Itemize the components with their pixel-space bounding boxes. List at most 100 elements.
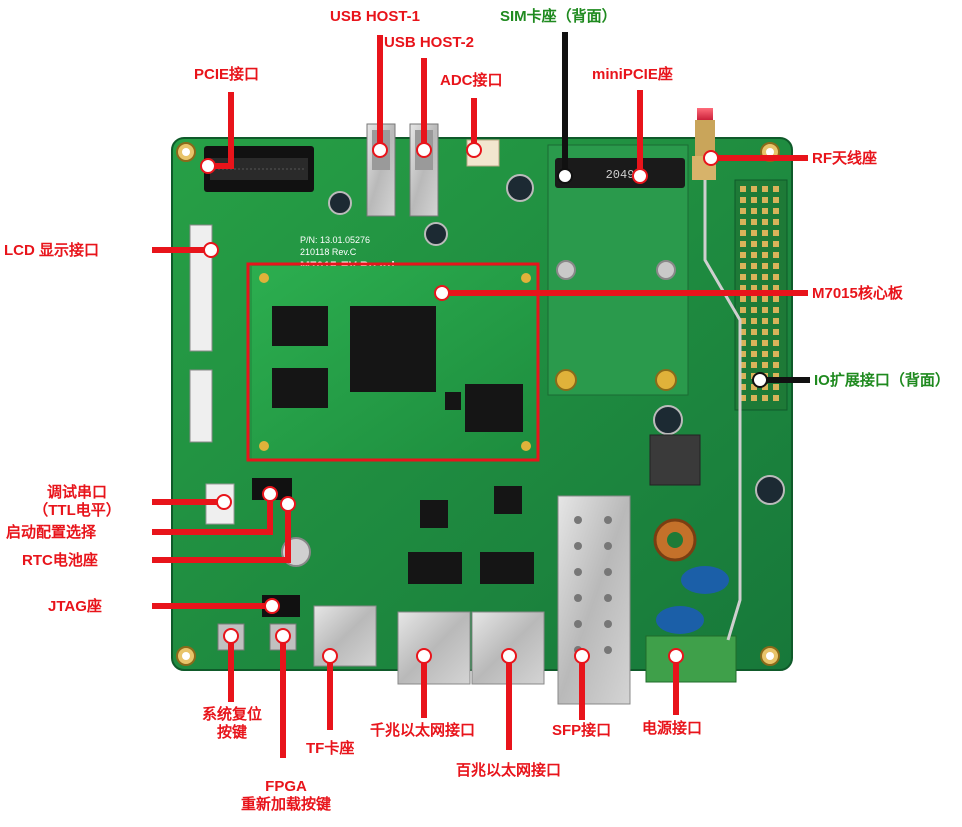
sim-code-text: 2049 <box>606 168 635 182</box>
io-pin <box>740 274 746 280</box>
sfp-vent-holes <box>574 516 612 654</box>
callout-lines-black <box>562 32 810 383</box>
label-fpga-line2: 重新加载按键 <box>240 796 331 813</box>
callout-dots <box>200 142 719 664</box>
sfp-vent-hole <box>574 542 582 550</box>
label-jtag: JTAG座 <box>48 598 102 615</box>
io-header-pins <box>740 186 779 401</box>
io-pin <box>773 351 779 357</box>
sfp-vent-hole <box>574 516 582 524</box>
io-pin <box>762 351 768 357</box>
io-pin <box>773 318 779 324</box>
io-pin <box>751 318 757 324</box>
io-pin <box>762 395 768 401</box>
io-pin <box>740 351 746 357</box>
label-lcd: LCD 显示接口 <box>4 242 99 259</box>
io-pin <box>762 362 768 368</box>
io-pin <box>773 252 779 258</box>
label-sim-slot: SIM卡座（背面） <box>500 8 617 25</box>
io-pin <box>740 186 746 192</box>
io-pin <box>773 307 779 313</box>
io-pin <box>773 186 779 192</box>
sfp-vent-hole <box>574 620 582 628</box>
io-pin <box>762 252 768 258</box>
io-pin <box>762 186 768 192</box>
io-pin <box>773 263 779 269</box>
power-connector <box>645 635 737 683</box>
io-pin <box>740 373 746 379</box>
io-pin <box>762 318 768 324</box>
board-rev-text: 210118 Rev.C <box>300 247 357 257</box>
io-pin <box>740 252 746 258</box>
io-pin <box>751 329 757 335</box>
io-pin <box>751 219 757 225</box>
label-debug-uart-line1: 调试串口 <box>46 484 107 501</box>
io-pin <box>762 307 768 313</box>
io-pin <box>740 329 746 335</box>
io-pin <box>751 186 757 192</box>
label-fpga-line1: FPGA <box>265 778 307 795</box>
io-pin <box>751 197 757 203</box>
sfp-vent-hole <box>604 594 612 602</box>
io-pin <box>773 219 779 225</box>
io-pin <box>751 252 757 258</box>
label-rf-antenna: RF天线座 <box>812 150 877 167</box>
callout-lines <box>152 35 808 758</box>
label-usb-host-2: USB HOST-2 <box>384 34 475 51</box>
io-pin <box>773 340 779 346</box>
sfp-cage <box>557 495 631 705</box>
label-pcie: PCIE接口 <box>194 66 260 83</box>
label-usb-host-1: USB HOST-1 <box>330 8 421 25</box>
minipcie-slot: 2049 <box>547 144 689 396</box>
core-board-highlight <box>246 262 540 462</box>
label-io-expansion: IO扩展接口（背面） <box>814 372 950 389</box>
io-pin <box>773 208 779 214</box>
io-pin <box>773 241 779 247</box>
io-pin <box>773 296 779 302</box>
power-components <box>649 434 729 634</box>
io-pin <box>740 395 746 401</box>
io-pin <box>762 208 768 214</box>
capacitors <box>328 174 785 505</box>
sfp-vent-hole <box>604 568 612 576</box>
io-pin <box>762 241 768 247</box>
io-pin <box>740 208 746 214</box>
io-pin <box>751 208 757 214</box>
label-debug-uart-line2: （TTL电平） <box>33 502 121 519</box>
label-boot-config: 启动配置选择 <box>6 524 97 541</box>
io-pin <box>740 285 746 291</box>
io-pin <box>773 362 779 368</box>
io-pin <box>740 230 746 236</box>
io-pin <box>762 340 768 346</box>
label-reset: 系统复位 按键 <box>192 706 272 742</box>
io-pin <box>740 296 746 302</box>
io-pin <box>762 296 768 302</box>
sfp-vent-hole <box>604 620 612 628</box>
io-pin <box>773 384 779 390</box>
sfp-vent-hole <box>604 516 612 524</box>
pcie-slot <box>204 146 314 192</box>
label-fast-eth: 百兆以太网接口 <box>456 762 562 779</box>
io-pin <box>751 351 757 357</box>
io-pin <box>762 329 768 335</box>
label-sfp: SFP接口 <box>552 722 612 739</box>
io-pin <box>751 241 757 247</box>
label-rtc-battery: RTC电池座 <box>22 552 98 569</box>
io-pin <box>773 230 779 236</box>
ethernet-magnetics <box>408 486 534 584</box>
io-pin <box>751 230 757 236</box>
io-pin <box>762 384 768 390</box>
io-pin <box>740 263 746 269</box>
sfp-vent-hole <box>574 594 582 602</box>
core-board <box>252 266 538 460</box>
io-pin <box>751 340 757 346</box>
io-pin <box>762 263 768 269</box>
rf-antenna <box>692 108 742 641</box>
label-fpga-reload: FPGA 重新加载按键 <box>226 778 346 814</box>
io-pin <box>740 197 746 203</box>
label-reset-line2: 按键 <box>216 724 247 741</box>
board-pn-text: P/N: 13.01.05276 <box>300 235 370 245</box>
io-pin <box>773 197 779 203</box>
io-pin <box>751 362 757 368</box>
io-pin <box>762 274 768 280</box>
